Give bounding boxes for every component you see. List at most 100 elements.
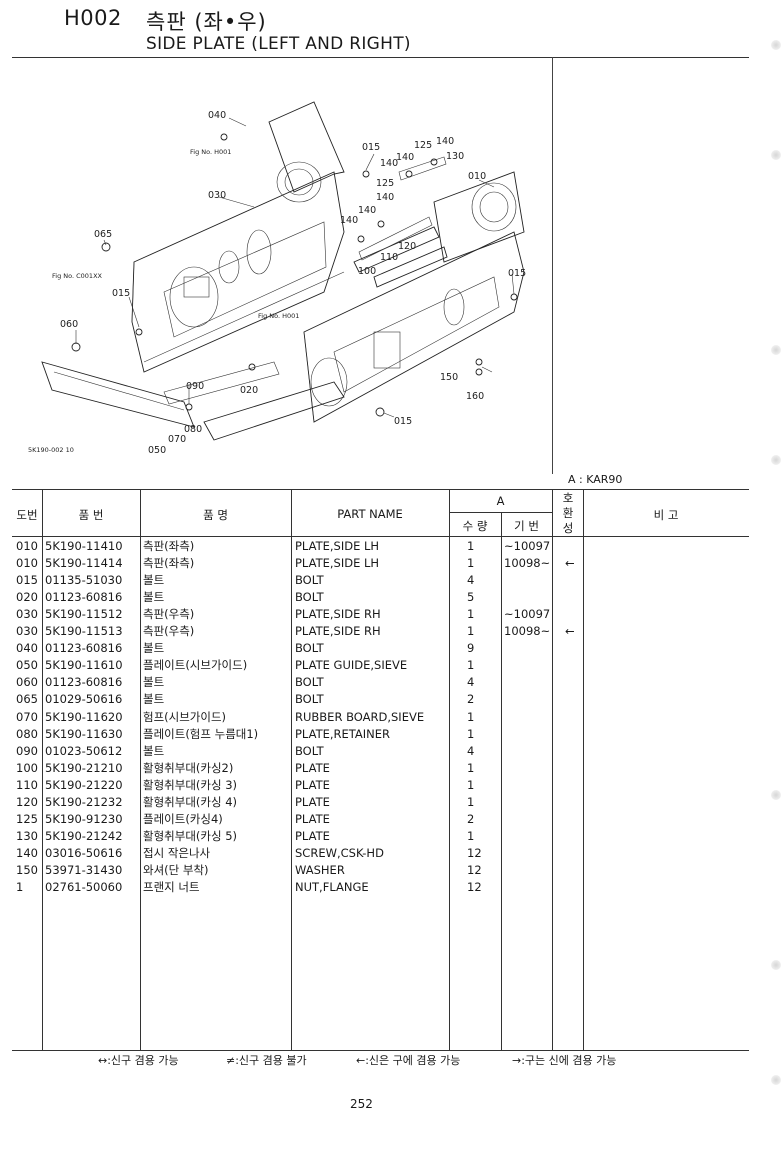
- cell-name-korean: 험프(시브가이드): [143, 709, 227, 724]
- cell-part-name: SCREW,CSK-HD: [295, 845, 384, 860]
- cell-part-no: 5K190-21210: [45, 760, 123, 775]
- callout-140-d: 140: [376, 192, 394, 203]
- section-code: H002: [64, 6, 122, 30]
- callout-140-a: 140: [396, 152, 414, 163]
- cell-quantity: 4: [467, 573, 475, 588]
- cell-serial: ~10097: [504, 607, 551, 622]
- cell-part-name: NUT,FLANGE: [295, 880, 369, 894]
- legend-item-interchangeable: ↔:신구 겸용 가능: [98, 1052, 179, 1068]
- cell-name-korean: 접시 작은나사: [143, 845, 211, 860]
- cell-part-no: 5K190-11410: [45, 539, 123, 553]
- header-quantity: 수 량: [462, 519, 488, 533]
- cell-part-no: 5K190-11513: [45, 624, 123, 639]
- cell-drawing-no: 030: [16, 607, 38, 622]
- cell-part-no: 53971-31430: [45, 862, 123, 877]
- legend-symbol: →: [512, 1054, 522, 1067]
- legend-text: :신구 겸용 가능: [107, 1054, 179, 1067]
- cell-compatibility: ←: [565, 556, 575, 571]
- diagram-divider: [552, 57, 553, 474]
- cell-drawing-no: 130: [16, 828, 38, 843]
- cell-quantity: 1: [467, 726, 475, 741]
- cell-quantity: 1: [467, 624, 475, 639]
- cell-part-name: PLATE: [295, 811, 330, 826]
- callout-020: 020: [240, 385, 258, 396]
- cell-part-no: 5K190-21220: [45, 777, 123, 792]
- legend-item-old-replaces-new: →:구는 신에 겸용 가능: [512, 1052, 616, 1068]
- header-serial: 기 번: [514, 519, 539, 533]
- cell-drawing-no: 100: [16, 760, 38, 775]
- cell-name-korean: 볼트: [143, 641, 165, 656]
- cell-part-no: 03016-50616: [45, 845, 123, 860]
- cell-name-korean: 플레이트(카싱4): [143, 811, 223, 826]
- legend-symbol: ↔: [98, 1054, 108, 1067]
- callout-030: 030: [208, 190, 226, 201]
- cell-drawing-no: 125: [16, 811, 38, 826]
- cell-part-name: BOLT: [295, 641, 324, 656]
- cell-part-no: 5K190-11630: [45, 726, 123, 741]
- legend-symbol: ≠: [226, 1054, 236, 1067]
- cell-quantity: 5: [467, 590, 475, 605]
- cell-quantity: 12: [467, 845, 482, 860]
- callout-125-b: 125: [376, 178, 394, 189]
- cell-part-name: PLATE,SIDE LH: [295, 539, 380, 553]
- cell-quantity: 12: [467, 862, 482, 877]
- model-note: A : KAR90: [568, 473, 623, 486]
- legend-text: :구는 신에 겸용 가능: [521, 1054, 617, 1067]
- cell-part-no: 02761-50060: [45, 880, 123, 894]
- callout-040: 040: [208, 110, 226, 121]
- cell-quantity: 2: [467, 811, 475, 826]
- cell-part-name: RUBBER BOARD,SIEVE: [295, 709, 425, 724]
- cell-name-korean: 볼트: [143, 573, 165, 588]
- callout-130: 130: [446, 151, 464, 162]
- cell-name-korean: 와셔(단 부착): [143, 862, 209, 877]
- callout-figno-c001xx: Fig No. C001XX: [52, 272, 103, 280]
- cell-drawing-no: 065: [16, 692, 38, 707]
- callout-015-c: 015: [508, 268, 526, 279]
- cell-drawing-no: 020: [16, 590, 38, 605]
- callout-050: 050: [148, 445, 166, 456]
- cell-quantity: 1: [467, 658, 475, 673]
- exploded-parts-diagram: 040 Fig No. H001 030 065 Fig No. C001XX …: [28, 101, 526, 456]
- cell-quantity: 1: [467, 556, 475, 571]
- cell-part-name: BOLT: [295, 675, 324, 690]
- cell-name-korean: 볼트: [143, 590, 165, 605]
- cell-quantity: 1: [467, 607, 475, 622]
- cell-part-name: PLATE: [295, 760, 330, 775]
- callout-100: 100: [358, 266, 376, 277]
- cell-part-name: PLATE: [295, 794, 330, 809]
- cell-part-no: 01135-51030: [45, 573, 123, 588]
- cell-quantity: 4: [467, 743, 475, 758]
- cell-name-korean: 측판(우측): [143, 624, 195, 639]
- cell-drawing-no: 015: [16, 573, 38, 588]
- cell-part-no: 5K190-11620: [45, 709, 123, 724]
- cell-drawing-no: 120: [16, 794, 38, 809]
- callout-070: 070: [168, 434, 186, 445]
- punch-hole: [771, 150, 781, 160]
- cell-part-no: 5K190-11610: [45, 658, 123, 673]
- cell-part-name: PLATE,SIDE RH: [295, 607, 381, 622]
- header-compatibility: 호환성: [562, 491, 574, 535]
- cell-part-name: BOLT: [295, 590, 324, 605]
- casing-plates-drawing: [353, 156, 448, 288]
- cell-serial: 10098~: [504, 556, 551, 571]
- cell-part-no: 5K190-21232: [45, 794, 123, 809]
- cell-drawing-no: 150: [16, 862, 38, 877]
- cell-part-name: PLATE,SIDE RH: [295, 624, 381, 639]
- callout-010: 010: [468, 171, 486, 182]
- side-plate-rh-drawing: [131, 101, 345, 373]
- legend-item-not-interchangeable: ≠:신구 겸용 불가: [226, 1052, 307, 1068]
- callout-160: 160: [466, 391, 484, 402]
- cell-name-korean: 프랜지 너트: [143, 880, 200, 894]
- cell-name-korean: 측판(좌측): [143, 539, 195, 553]
- cell-name-korean: 활형취부대(카싱 5): [143, 828, 238, 843]
- punch-hole: [771, 960, 781, 970]
- cell-drawing-no: 010: [16, 556, 38, 571]
- cell-quantity: 9: [467, 641, 475, 656]
- callout-080: 080: [184, 424, 202, 435]
- cell-drawing-no: 010: [16, 539, 38, 553]
- cell-quantity: 1: [467, 794, 475, 809]
- cell-name-korean: 볼트: [143, 743, 165, 758]
- section-title-english: SIDE PLATE (LEFT AND RIGHT): [146, 34, 411, 54]
- cell-quantity: 2: [467, 692, 475, 707]
- punch-hole: [771, 345, 781, 355]
